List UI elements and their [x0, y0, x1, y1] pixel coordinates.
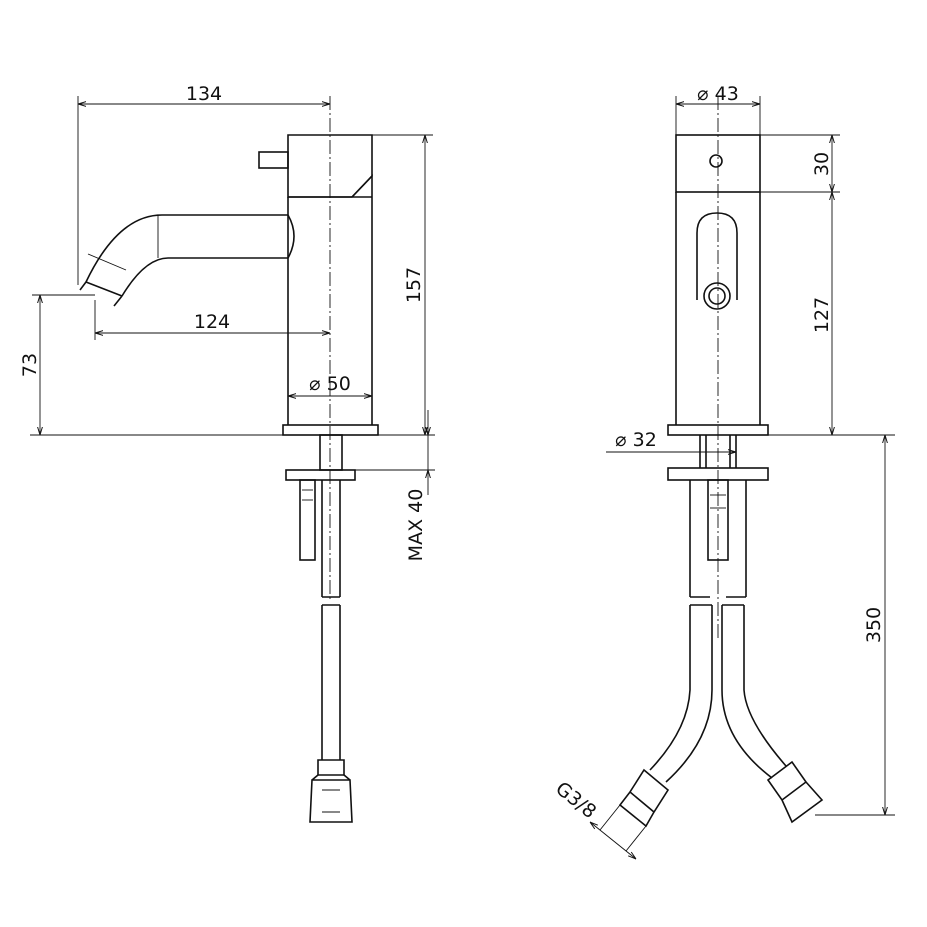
front-body	[675, 192, 761, 425]
front-hose-left	[649, 604, 713, 783]
dim-max-deck-thickness: MAX 40	[405, 489, 427, 562]
dim-hose-length: 350	[863, 607, 885, 643]
dim-cap-diameter: ⌀ 43	[697, 83, 739, 105]
front-hose-nut-left	[618, 768, 670, 828]
side-spout	[79, 214, 288, 307]
dim-spout-height: 73	[19, 353, 41, 377]
side-hose-nut	[309, 774, 353, 823]
front-view: ⌀ 43 30 127 ⌀ 32 350 G3/8	[551, 83, 895, 859]
dim-shank-diameter: ⌀ 32	[615, 429, 657, 451]
dim-overall-height: 157	[403, 267, 425, 303]
dim-hose-thread: G3/8	[551, 778, 600, 824]
front-spout-opening	[696, 212, 738, 300]
dim-body-height: 127	[811, 297, 833, 333]
side-base-plate	[282, 424, 379, 436]
front-cap-hole	[709, 154, 723, 168]
front-hose-nut-right	[766, 760, 824, 824]
dim-overall-length: 134	[186, 83, 222, 105]
side-view: 134 124 157 73 ⌀ 50 MAX 40	[19, 83, 435, 823]
side-lever	[258, 151, 289, 169]
dim-cap-height: 30	[811, 152, 833, 176]
front-hose-right	[721, 604, 787, 779]
dim-body-diameter: ⌀ 50	[309, 373, 351, 395]
dim-spout-reach: 124	[194, 311, 230, 333]
